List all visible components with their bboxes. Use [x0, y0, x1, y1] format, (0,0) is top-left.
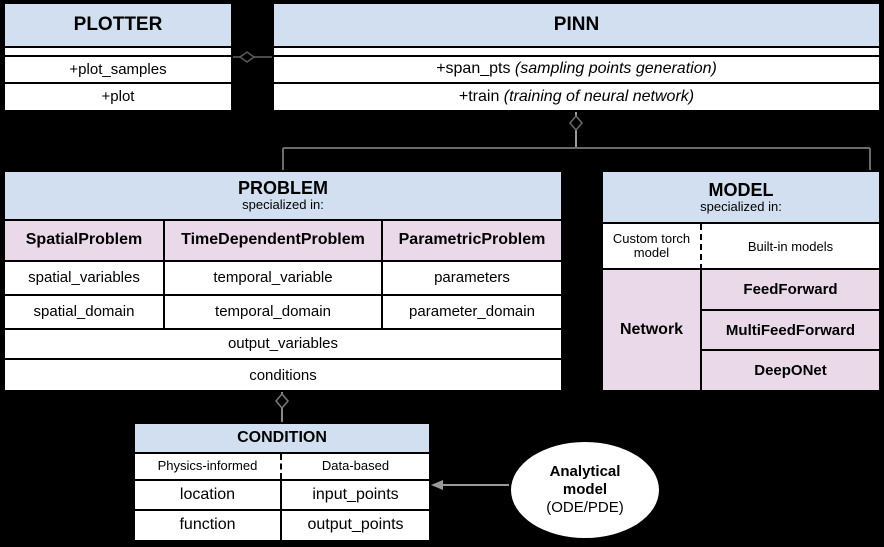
- problem-attr-spatial-domain: spatial_domain: [5, 296, 165, 328]
- class-box-condition[interactable]: CONDITION Physics-informed Data-based lo…: [133, 422, 431, 542]
- problem-subclass-parametric[interactable]: ParametricProblem: [383, 220, 561, 261]
- problem-attr-spatial-variables: spatial_variables: [5, 262, 165, 295]
- class-box-plotter[interactable]: PLOTTER +plot_samples +plot: [3, 2, 233, 112]
- aggregation-diamond-problem-condition: [275, 392, 289, 410]
- problem-attribute-row-1: spatial_variables temporal_variable para…: [5, 262, 561, 297]
- condition-title: CONDITION: [135, 424, 429, 454]
- aggregation-diamond-pinn-branch: [569, 114, 583, 132]
- problem-subclass-spatial[interactable]: SpatialProblem: [5, 220, 165, 261]
- problem-attr-parameters: parameters: [434, 269, 510, 287]
- pinn-method-span-pts[interactable]: +span_pts (sampling points generation): [274, 57, 879, 84]
- model-builtin-header: Built-in models: [702, 224, 879, 270]
- analytical-model-node[interactable]: Analytical model (ODE/PDE): [509, 440, 661, 540]
- condition-column-data-based: Data-based: [321, 457, 390, 473]
- pinn-method-span-pts-name: +span_pts: [436, 60, 511, 78]
- model-header: MODEL specialized in:: [603, 172, 879, 224]
- problem-subtitle: specialized in:: [242, 197, 324, 213]
- condition-column-physics-informed: Physics-informed: [135, 453, 282, 480]
- problem-attr-parameter-domain: parameter_domain: [409, 303, 535, 321]
- plotter-method-plot-samples[interactable]: +plot_samples: [5, 57, 231, 84]
- pinn-method-train-note: (training of neural network): [503, 87, 695, 105]
- problem-attribute-row-2: spatial_domain temporal_domain parameter…: [5, 296, 561, 330]
- model-class-multifeedforward[interactable]: MultiFeedForward: [702, 310, 879, 352]
- problem-title: PROBLEM: [238, 178, 328, 199]
- condition-attr-input-points: input_points: [312, 485, 399, 503]
- model-builtin-column: Built-in models FeedForward MultiFeedFor…: [702, 224, 879, 391]
- condition-column-header-row: Physics-informed Data-based: [135, 453, 429, 482]
- analytical-model-line2: model: [562, 481, 608, 499]
- model-subtitle: specialized in:: [700, 198, 782, 214]
- problem-header: PROBLEM specialized in:: [5, 172, 561, 221]
- condition-attr-function: function: [135, 510, 282, 540]
- model-class-deeponet[interactable]: DeepONet: [702, 351, 879, 391]
- pinn-method-train-name: +train: [458, 87, 500, 105]
- plotter-empty-attributes-compartment: [5, 47, 231, 58]
- problem-attr-output-variables: output_variables: [5, 330, 561, 361]
- problem-subclass-row: SpatialProblem TimeDependentProblem Para…: [5, 220, 561, 263]
- plotter-method-plot[interactable]: +plot: [101, 88, 135, 106]
- problem-attr-temporal-domain: temporal_domain: [165, 296, 383, 328]
- condition-attr-output-points: output_points: [307, 516, 404, 534]
- pinn-empty-attributes-compartment: [274, 47, 879, 58]
- class-box-problem[interactable]: PROBLEM specialized in: SpatialProblem T…: [3, 170, 563, 392]
- analytical-model-line3: (ODE/PDE): [546, 498, 624, 516]
- model-title: MODEL: [708, 179, 774, 200]
- condition-attr-location: location: [135, 481, 282, 509]
- aggregation-diamond-plotter-pinn: [238, 51, 256, 63]
- problem-attr-conditions: conditions: [249, 366, 317, 384]
- model-class-network[interactable]: Network: [603, 270, 700, 390]
- model-body: Custom torch model Network Built-in mode…: [603, 224, 879, 391]
- pinn-method-span-pts-note: (sampling points generation): [514, 60, 717, 78]
- class-box-pinn[interactable]: PINN +span_pts (sampling points generati…: [272, 2, 881, 112]
- plotter-title: PLOTTER: [5, 4, 231, 48]
- condition-attribute-row-2: function output_points: [135, 510, 429, 540]
- pinn-method-train[interactable]: +train (training of neural network): [274, 84, 879, 110]
- condition-attribute-row-1: location input_points: [135, 481, 429, 511]
- problem-subclass-timedependent[interactable]: TimeDependentProblem: [165, 220, 383, 261]
- pinn-title: PINN: [274, 4, 879, 48]
- class-box-model[interactable]: MODEL specialized in: Custom torch model…: [601, 170, 881, 392]
- model-custom-torch-header: Custom torch model: [603, 224, 702, 270]
- problem-attr-temporal-variable: temporal_variable: [165, 262, 383, 295]
- model-class-feedforward[interactable]: FeedForward: [702, 270, 879, 311]
- analytical-model-line1: Analytical: [549, 463, 621, 481]
- model-custom-column: Custom torch model Network: [603, 224, 702, 390]
